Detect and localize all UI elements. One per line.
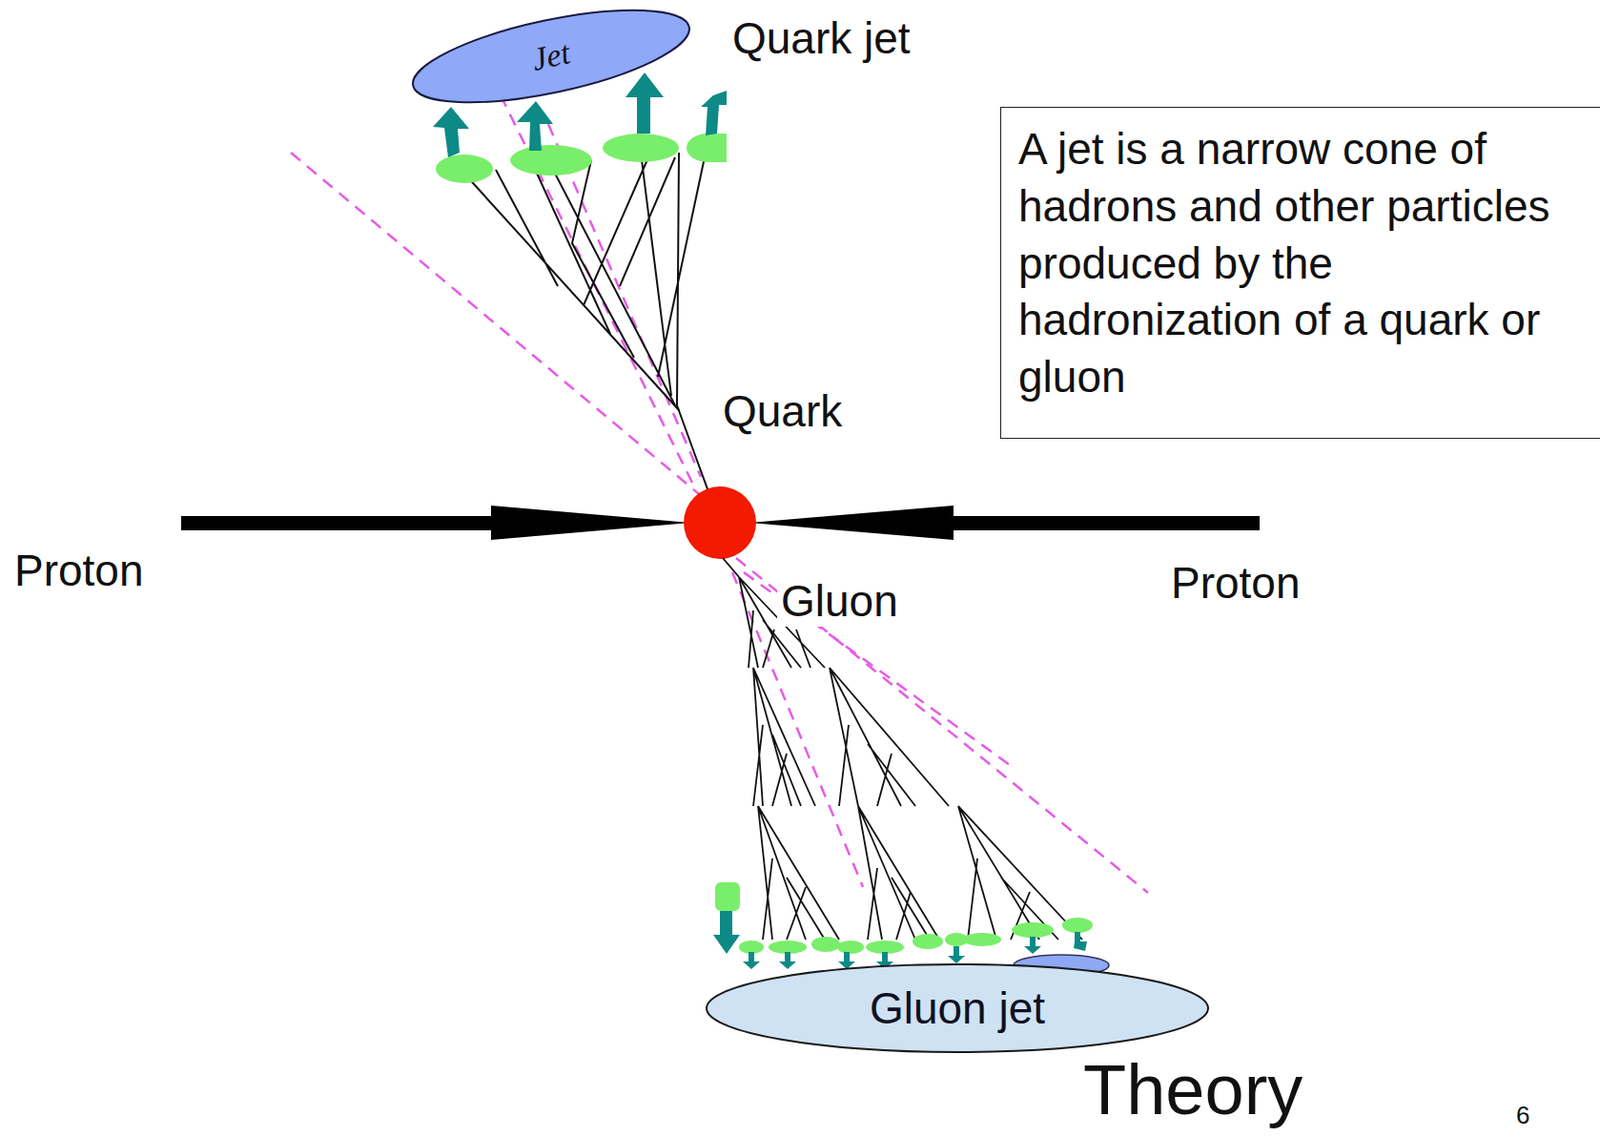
beam-label: Proton	[14, 545, 144, 596]
node-text: Jet	[529, 34, 575, 78]
section-label: Theory	[1083, 1052, 1303, 1128]
definition-box: A jet is a narrow cone of hadrons and ot…	[1000, 106, 1600, 439]
ellipse-shape	[706, 964, 1209, 1052]
quark-shower	[464, 152, 720, 523]
note-text: A jet is a narrow cone of hadrons and ot…	[1018, 121, 1572, 407]
node-text: Gluon jet	[869, 982, 1046, 1034]
gluon-jet-ellipse: Gluon jet	[704, 962, 1211, 1054]
gluon-hadrons	[715, 882, 1093, 954]
gluon-shower	[722, 557, 1083, 940]
beam-label: Proton	[1170, 557, 1301, 609]
ellipse-shape	[405, 0, 697, 122]
page-number: 6	[1516, 1101, 1530, 1130]
collision-point	[683, 486, 757, 559]
gluon-arrows	[713, 910, 1088, 969]
parton-label: Quark	[722, 386, 842, 437]
jet-type-label: Quark jet	[732, 13, 911, 64]
jet-ellipse: Jet	[408, 4, 695, 108]
quark-hadrons	[435, 133, 727, 184]
parton-label: Gluon	[777, 575, 903, 627]
clip-strip	[726, 85, 746, 401]
